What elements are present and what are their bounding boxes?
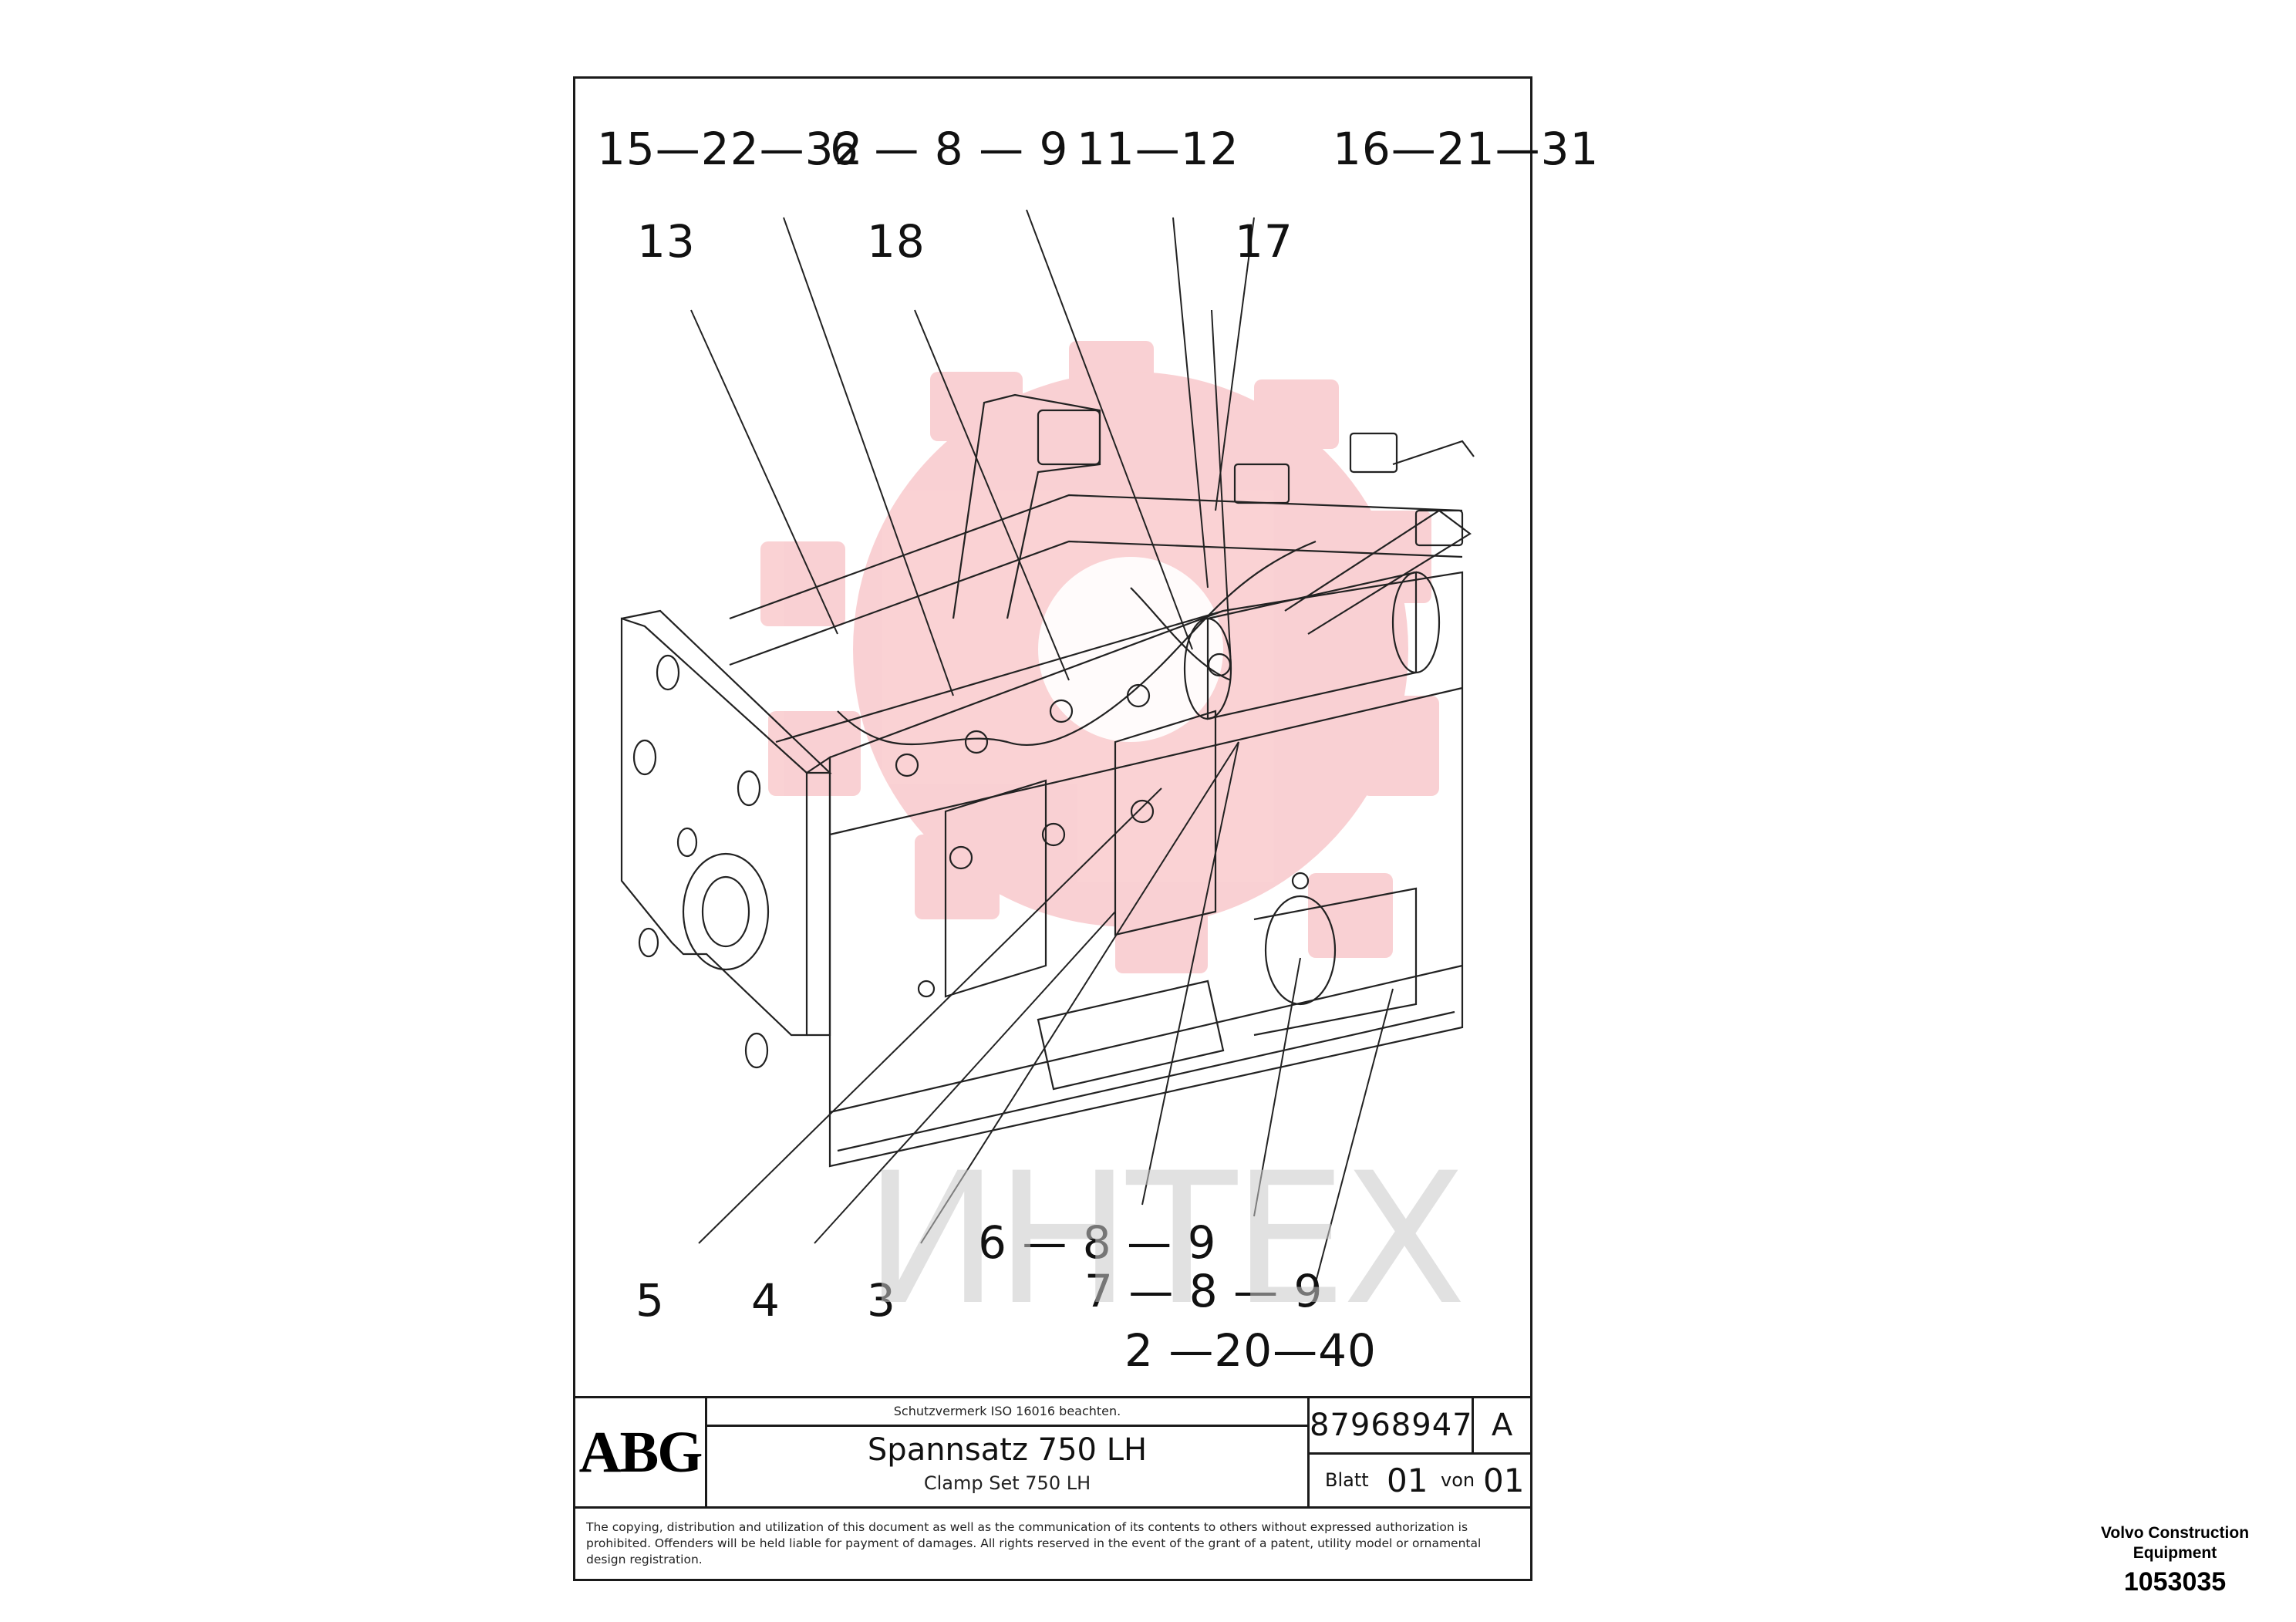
- title-cell: Schutzvermerk ISO 16016 beachten. Spanns…: [707, 1398, 1310, 1506]
- watermark-text: ИНТЕХ: [864, 1135, 1467, 1345]
- title-block-main-row: ABG Schutzvermerk ISO 16016 beachten. Sp…: [575, 1396, 1530, 1506]
- sheet-info: Blatt 01 von 01: [1310, 1455, 1530, 1506]
- abg-logo: ABG: [578, 1419, 703, 1485]
- callout-18: 18: [867, 215, 925, 268]
- leader-lines: [690, 209, 1394, 1283]
- callout-4: 4: [751, 1274, 781, 1327]
- callout-15-22-32: 15—22—32: [597, 123, 864, 175]
- title-english: Clamp Set 750 LH: [923, 1472, 1091, 1494]
- drawing-number: 87968947: [1310, 1398, 1474, 1455]
- document-id: 1053035: [2123, 1567, 2227, 1597]
- frame-drawing: [620, 393, 1475, 1168]
- callout-2-20-40: 2 —20—40: [1124, 1324, 1377, 1377]
- callout-7-8-9: 7 — 8 — 9: [1084, 1265, 1323, 1317]
- company-name: Volvo Construction Equipment: [2100, 1524, 2250, 1562]
- callout-6-8-9-bottom: 6 — 8 — 9: [978, 1216, 1217, 1269]
- callout-5: 5: [636, 1274, 665, 1327]
- title-german: Spannsatz 750 LH: [867, 1432, 1148, 1468]
- clamp-set-illustration: [620, 209, 1475, 1283]
- callout-13: 13: [637, 215, 696, 268]
- title-block: ABG Schutzvermerk ISO 16016 beachten. Sp…: [575, 1396, 1530, 1581]
- gear-watermark-hole-icon: [1038, 557, 1223, 742]
- sheet-total: 01: [1483, 1462, 1525, 1499]
- callout-11-12: 11—12: [1077, 123, 1239, 175]
- footer: Volvo Construction Equipment 1053035: [2082, 1523, 2267, 1597]
- drawing-sheet: 15—22—32 6 — 8 — 9 11—12 16—21—31 13 18 …: [573, 76, 1598, 1581]
- revision: A: [1474, 1398, 1530, 1455]
- sheet-number: 01: [1387, 1462, 1428, 1499]
- logo-cell: ABG: [575, 1398, 707, 1506]
- callout-6-8-9-top: 6 — 8 — 9: [830, 123, 1069, 175]
- callout-16-21-31: 16—21—31: [1333, 123, 1600, 175]
- sheet-label: Blatt: [1325, 1469, 1369, 1491]
- of-label: von: [1441, 1469, 1475, 1491]
- callout-17: 17: [1235, 215, 1293, 268]
- callout-3: 3: [867, 1274, 896, 1327]
- protection-note: Schutzvermerk ISO 16016 beachten.: [707, 1398, 1307, 1427]
- technical-drawing: 15—22—32 6 — 8 — 9 11—12 16—21—31 13 18 …: [575, 79, 1598, 1396]
- copyright-notice: The copying, distribution and utilizatio…: [575, 1506, 1530, 1581]
